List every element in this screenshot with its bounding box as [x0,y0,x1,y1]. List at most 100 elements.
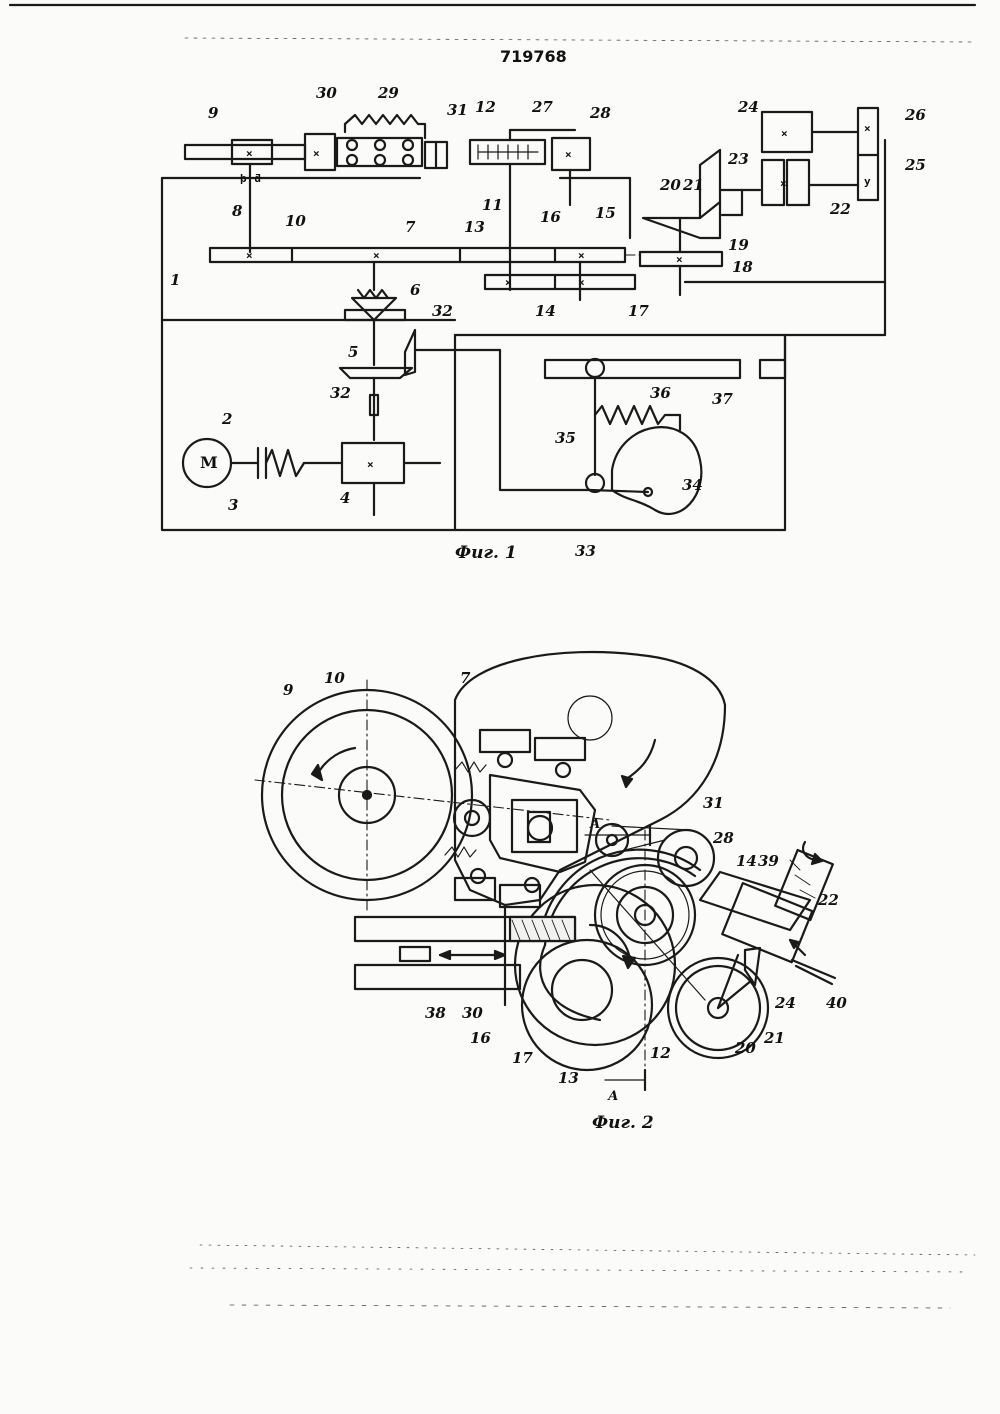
label-f2-22: 22 [817,891,839,909]
label-23: 23 [727,150,749,168]
carrier-7 [455,652,725,905]
label-f2-12: 12 [650,1044,671,1062]
label-33: 33 [575,542,596,560]
spring-36 [595,406,680,424]
label-21: 21 [682,176,704,194]
svg-text:×: × [676,253,683,266]
label-19: 19 [728,236,749,254]
label-22: 22 [829,200,851,218]
label-f2-30: 30 [462,1004,483,1022]
figure-2-section-view: А А [255,652,847,1133]
patent-number: 719768 [500,47,567,66]
label-26: 26 [904,106,926,124]
label-7: 7 [405,218,416,236]
label-f2-13: 13 [558,1069,579,1087]
label-f2-17: 17 [512,1049,533,1067]
figure-1-caption: Фиг. 1 [455,543,517,563]
spring-lower [445,847,476,857]
spring-upper [455,762,486,772]
bevel-gear-32a [340,368,412,378]
svg-text:×: × [373,249,380,262]
label-14: 14 [535,302,556,320]
label-13: 13 [464,218,485,236]
label-32-upper: 32 [432,302,453,320]
motor-symbol: М [200,453,218,472]
roller-cage-30 [337,138,422,166]
svg-text:þ: þ [240,172,247,185]
label-20: 20 [659,176,681,194]
knife-holder-39 [700,872,810,930]
gear-9 [185,145,305,159]
svg-text:×: × [246,147,253,160]
label-30: 30 [316,84,337,102]
label-f2-9: 9 [283,681,294,699]
label-35: 35 [555,429,576,447]
label-17: 17 [628,302,649,320]
label-15: 15 [595,204,616,222]
bevel-gear-20-21 [643,202,720,238]
label-18: 18 [732,258,753,276]
slider-37 [545,360,740,378]
svg-text:×: × [246,249,253,262]
label-29: 29 [377,84,399,102]
label-11: 11 [482,196,503,214]
section-mark-top: А [589,817,601,832]
svg-text:y: y [864,175,871,188]
label-28: 28 [589,104,611,122]
bearing-block [305,134,335,170]
label-f2-31: 31 [703,794,724,812]
label-31: 31 [447,101,468,119]
label-f2-21: 21 [763,1029,785,1047]
label-f2-24: 24 [774,994,796,1012]
label-32-lower: 32 [330,384,351,402]
label-1: 1 [170,271,180,289]
label-f2-10: 10 [324,669,345,687]
svg-text:×: × [578,249,585,262]
label-27: 27 [531,98,553,116]
figure-1-kinematic-scheme: × þ ƌ × × [162,84,926,563]
label-6: 6 [410,281,421,299]
label-5: 5 [348,343,358,361]
label-f2-39: 39 [758,852,779,870]
slide-38-lower [355,965,520,989]
label-37: 37 [712,390,733,408]
label-f2-16: 16 [470,1029,491,1047]
svg-text:×: × [313,147,320,160]
gear-train-7-10-13 [210,248,625,262]
svg-text:×: × [505,276,512,289]
label-12: 12 [475,98,496,116]
svg-text:×: × [565,148,572,161]
cam-34 [612,427,701,514]
label-f2-38: 38 [425,1004,446,1022]
label-16: 16 [540,208,561,226]
clamp-30 [490,775,595,872]
label-3: 3 [228,496,238,514]
label-f2-14: 14 [736,852,757,870]
label-f2-7: 7 [460,669,471,687]
label-25: 25 [904,156,926,174]
svg-text:×: × [367,458,374,471]
svg-text:×: × [780,177,787,190]
spring-coupling [266,450,304,476]
spring-29 [345,115,425,138]
label-36: 36 [650,384,671,402]
svg-text:×: × [781,127,788,140]
label-34: 34 [682,476,703,494]
svg-text:ƌ: ƌ [254,172,261,185]
svg-text:×: × [864,122,871,135]
rotation-arrow-9 [320,748,355,770]
label-10: 10 [285,212,306,230]
label-9: 9 [208,104,219,122]
label-8: 8 [232,202,243,220]
label-f2-40: 40 [826,994,847,1012]
figure-2-caption: Фиг. 2 [592,1113,654,1133]
label-f2-28: 28 [712,829,734,847]
label-f2-20: 20 [734,1039,756,1057]
label-4: 4 [340,489,350,507]
label-2: 2 [221,410,232,428]
section-mark-bottom: А [607,1089,619,1104]
gear-16 [552,960,612,1020]
label-24: 24 [737,98,759,116]
